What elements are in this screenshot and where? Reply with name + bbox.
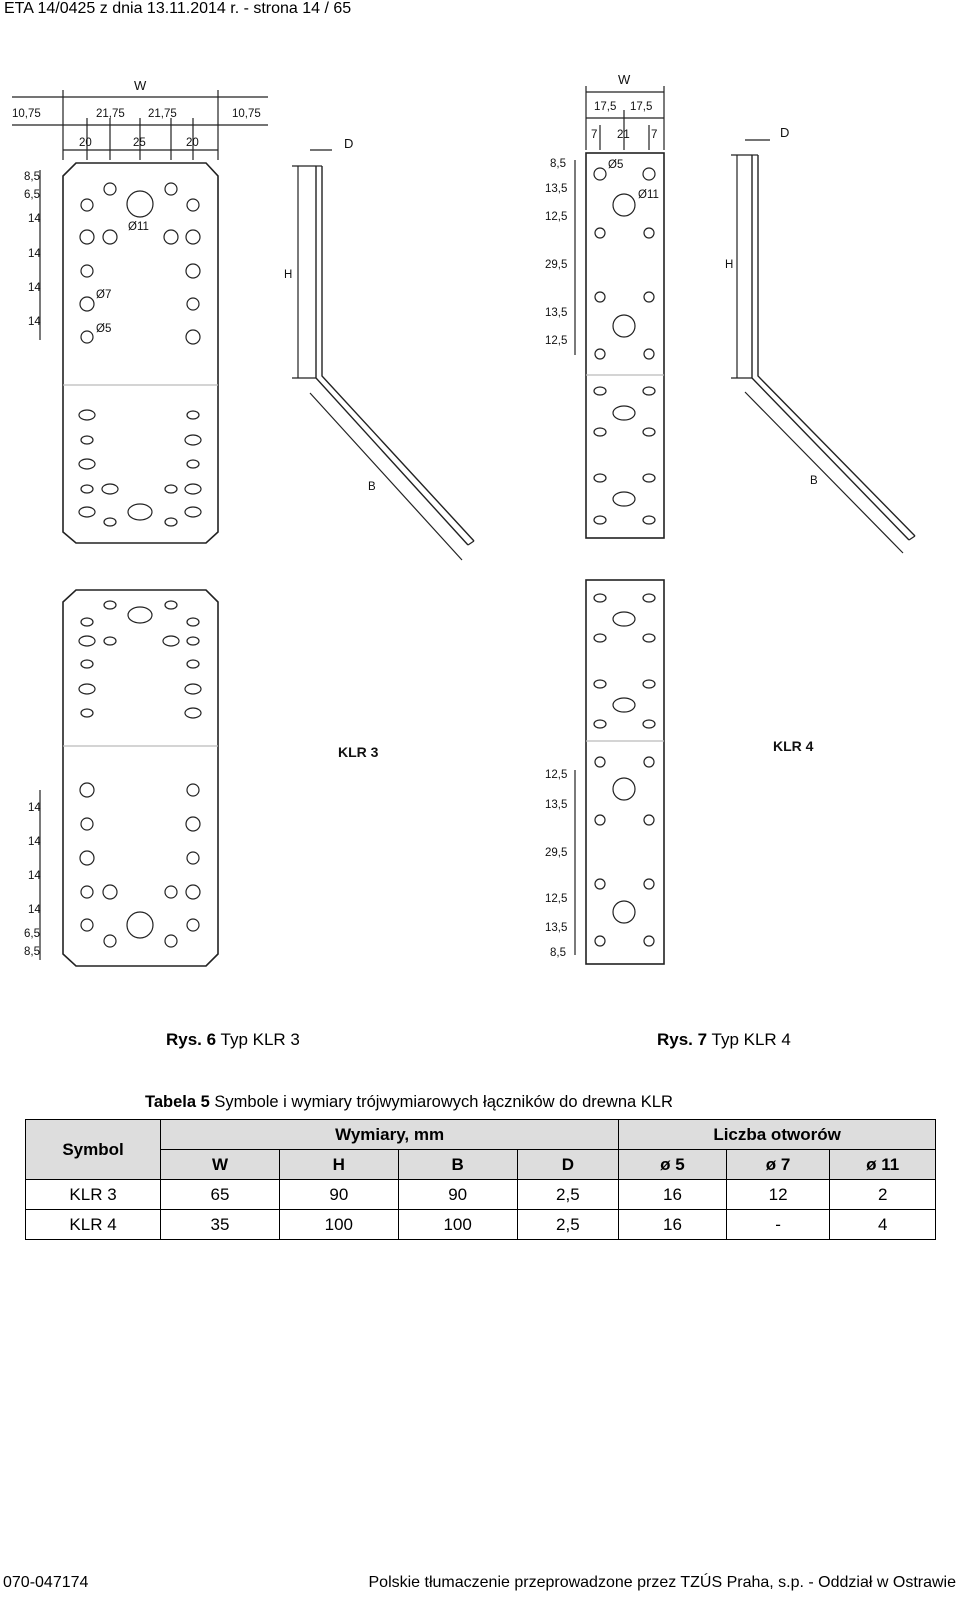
column-header: ø 5 (618, 1149, 727, 1180)
dim-text: 14 (28, 870, 41, 882)
table-cell: 65 (160, 1179, 280, 1210)
label-H: H (284, 269, 292, 281)
label-B: B (810, 475, 818, 487)
symbol-header: Symbol (24, 1119, 162, 1180)
table-cell: 2,5 (516, 1209, 620, 1240)
dim-text: 14 (28, 282, 41, 294)
klr3-label: KLR 3 (338, 744, 379, 760)
table-cell: 16 (618, 1179, 727, 1210)
klr3-top-plate (12, 90, 268, 544)
dim-text: 14 (28, 802, 41, 814)
dim-text: 25 (133, 137, 146, 149)
table-row: KLR 4 35 100 100 2,5 16 - 4 (24, 1209, 936, 1240)
dim-text: 20 (79, 137, 92, 149)
diameter-label: Ø11 (128, 221, 149, 233)
klr3-bottom-plate (39, 589, 219, 967)
figure-caption-rys6: Rys. 6 Typ KLR 3 (166, 1030, 300, 1049)
column-header: D (516, 1149, 620, 1180)
table-cell: 90 (278, 1179, 399, 1210)
dim-text: 20 (186, 137, 199, 149)
dim-text: 8,5 (24, 946, 40, 958)
dimensions-table: Symbol Wymiary, mm Liczba otworów W H B … (24, 1119, 936, 1240)
table-cell: 2 (829, 1179, 936, 1210)
table-cell: 16 (618, 1209, 727, 1240)
table-cell: 4 (829, 1209, 936, 1240)
technical-drawing: W 10,75 21,75 21,75 10,75 20 25 20 8,5 6… (12, 72, 916, 967)
dim-text: 14 (28, 213, 41, 225)
table-cell: 35 (160, 1209, 280, 1240)
label-W: W (618, 72, 631, 87)
klr3-side-profile (292, 149, 475, 561)
dim-text: 21,75 (96, 108, 125, 120)
column-header: B (397, 1149, 518, 1180)
table-row: KLR 3 65 90 90 2,5 16 12 2 (24, 1179, 936, 1210)
holes-group-header: Liczba otworów (618, 1119, 936, 1150)
column-header: ø 11 (829, 1149, 936, 1180)
dim-text: 12,5 (545, 893, 567, 905)
dim-text: 12,5 (545, 211, 567, 223)
diameter-label: Ø5 (608, 159, 623, 171)
dim-text: 21,75 (148, 108, 177, 120)
label-B: B (368, 481, 376, 493)
dim-text: 13,5 (545, 183, 567, 195)
dim-text: 7 (591, 129, 597, 141)
column-header: H (278, 1149, 399, 1180)
klr4-side-profile (731, 139, 916, 554)
page-header: ETA 14/0425 z dnia 13.11.2014 r. - stron… (4, 0, 352, 17)
label-W: W (134, 78, 147, 93)
table-cell: 2,5 (516, 1179, 620, 1210)
dim-text: 29,5 (545, 847, 567, 859)
label-H: H (725, 259, 733, 271)
klr3-dimension-labels: W 10,75 21,75 21,75 10,75 20 25 20 8,5 6… (12, 78, 379, 958)
table-cell: 100 (397, 1209, 518, 1240)
dim-text: 14 (28, 248, 41, 260)
table-caption: Tabela 5 Symbole i wymiary trójwymiarowy… (145, 1093, 673, 1111)
klr4-dimension-labels: W 17,5 17,5 7 21 7 8,5 13,5 12,5 29,5 13… (545, 72, 818, 959)
dim-text: 8,5 (24, 171, 40, 183)
dim-text: 6,5 (24, 928, 40, 940)
dim-text: 29,5 (545, 259, 567, 271)
klr4-bottom-plate (574, 579, 665, 965)
dim-text: 14 (28, 836, 41, 848)
column-header: W (160, 1149, 280, 1180)
dim-text: 21 (617, 129, 630, 141)
dim-text: 13,5 (545, 799, 567, 811)
dim-text: 8,5 (550, 947, 566, 959)
table-cell: - (725, 1209, 831, 1240)
dim-text: 8,5 (550, 158, 566, 170)
dimensions-group-header: Wymiary, mm (160, 1119, 620, 1150)
table-subheader-row: W H B D ø 5 ø 7 ø 11 (26, 1149, 936, 1180)
dim-text: 17,5 (630, 101, 652, 113)
dim-text: 10,75 (12, 108, 41, 120)
dim-text: 12,5 (545, 335, 567, 347)
dim-text: 14 (28, 316, 41, 328)
table-cell: KLR 3 (24, 1179, 162, 1210)
diameter-label: Ø5 (96, 323, 111, 335)
footer-document-number: 070-047174 (3, 1574, 89, 1591)
dim-text: 13,5 (545, 307, 567, 319)
dim-text: 17,5 (594, 101, 616, 113)
figure-caption-rys7: Rys. 7 Typ KLR 4 (657, 1030, 791, 1049)
table-header-row: Symbol Wymiary, mm Liczba otworów (24, 1119, 936, 1180)
table-cell: 90 (397, 1179, 518, 1210)
klr4-top-plate (574, 86, 665, 539)
label-D: D (344, 136, 353, 151)
dim-text: 12,5 (545, 769, 567, 781)
diameter-label: Ø7 (96, 289, 111, 301)
table-cell: 12 (725, 1179, 831, 1210)
label-D: D (780, 125, 789, 140)
footer-translation-note: Polskie tłumaczenie przeprowadzone przez… (368, 1574, 957, 1591)
dim-text: 7 (651, 129, 657, 141)
dim-text: 6,5 (24, 189, 40, 201)
dim-text: 10,75 (232, 108, 261, 120)
diameter-label: Ø11 (638, 189, 659, 201)
table-cell: 100 (278, 1209, 399, 1240)
table-cell: KLR 4 (24, 1209, 162, 1240)
column-header: ø 7 (725, 1149, 831, 1180)
dim-text: 13,5 (545, 922, 567, 934)
dim-text: 14 (28, 904, 41, 916)
klr4-label: KLR 4 (773, 738, 814, 754)
